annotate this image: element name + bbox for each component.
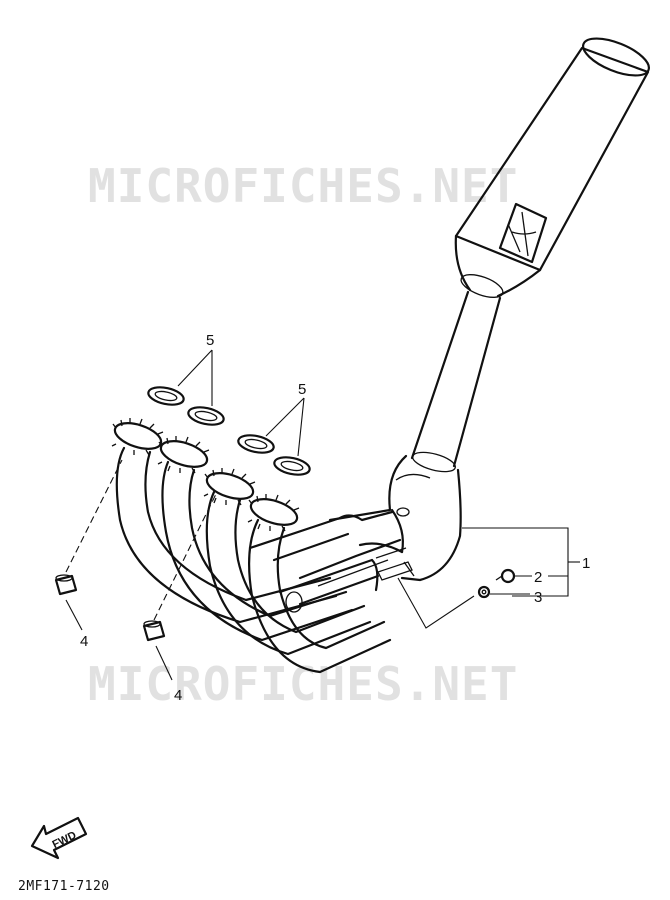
flange-1 [111, 418, 164, 456]
callout-nut-left: 4 [80, 633, 88, 650]
callout-bolt: 2 [534, 569, 542, 586]
exhaust-flanges [111, 418, 300, 532]
exhaust-gaskets [147, 386, 311, 476]
flange-3 [203, 468, 256, 506]
flange-2 [157, 436, 210, 474]
flange-4 [247, 494, 300, 532]
nut-center [142, 620, 166, 642]
collector-joint [328, 454, 462, 582]
muffler [454, 37, 650, 298]
header-pipes [115, 446, 413, 674]
callout-gasket-right: 5 [298, 381, 306, 398]
mounting-washer [477, 585, 491, 599]
leader-lines [65, 349, 580, 681]
diagram-code: 2MF171-7120 [18, 879, 110, 894]
watermark-top: MICROFICHES.NET [88, 159, 518, 213]
mounting-hardware [477, 568, 516, 599]
callout-nut-center: 4 [174, 687, 182, 704]
flange-nuts [54, 574, 166, 642]
callout-washer: 3 [534, 589, 542, 606]
fwd-label: FWD [51, 829, 79, 851]
connector-pipe [410, 290, 502, 473]
mounting-bolt [495, 568, 516, 584]
callout-exhaust-assembly: 1 [582, 555, 590, 572]
callout-gasket-left: 5 [206, 332, 214, 349]
watermark-bottom: MICROFICHES.NET [88, 657, 518, 711]
nut-left [54, 574, 78, 596]
forward-direction-arrow: FWD [30, 816, 88, 860]
